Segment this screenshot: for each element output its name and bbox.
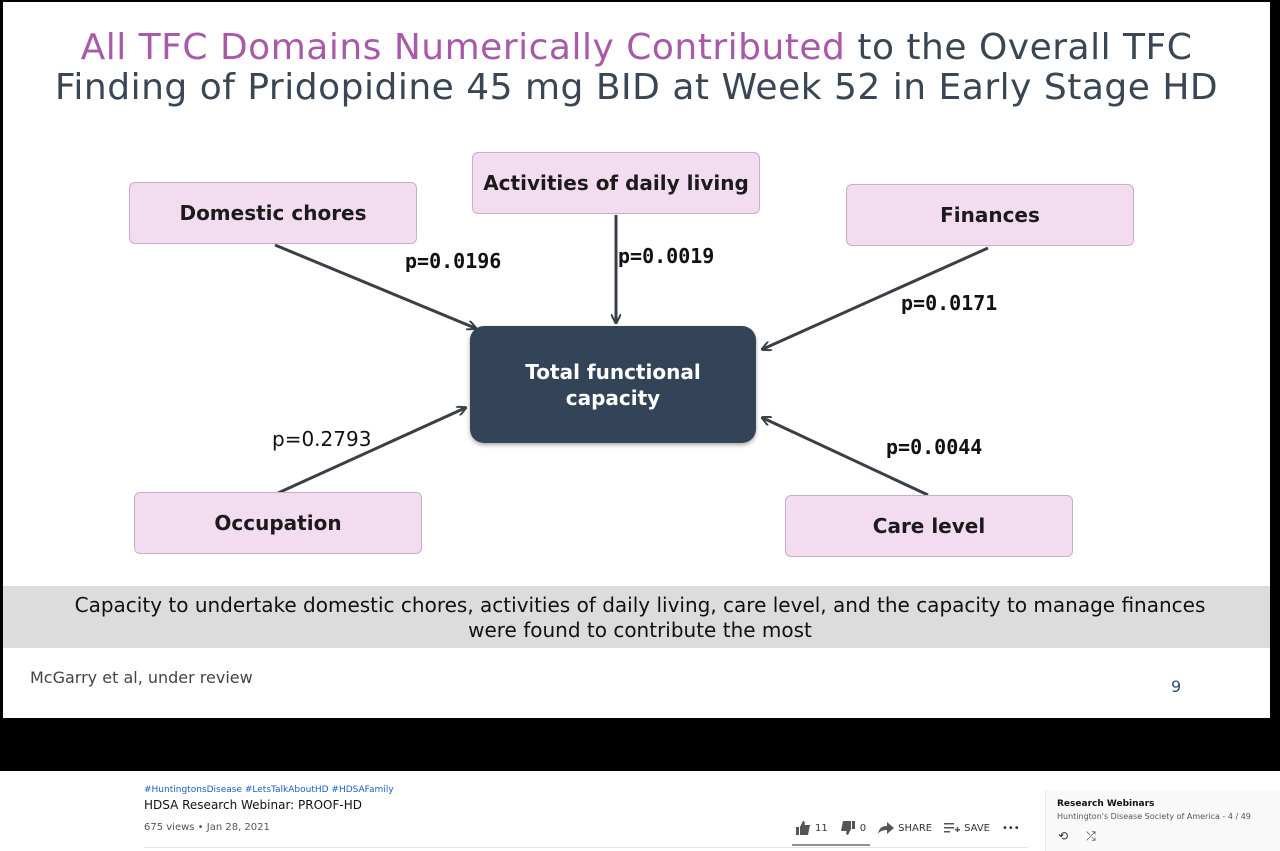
pvalue-domestic: p=0.0196 [405,249,502,273]
pvalue-finances: p=0.0171 [901,291,998,315]
video-player-slide[interactable]: All TFC Domains Numerically Contributed … [3,2,1270,718]
share-button[interactable]: SHARE [878,822,932,834]
pvalue-occupation: p=0.2793 [272,427,372,451]
save-label: SAVE [964,822,990,834]
citation: McGarry et al, under review [30,668,253,687]
arrow-occupation [277,408,465,495]
playlist-panel[interactable]: Research Webinars Huntington's Disease S… [1045,790,1280,851]
video-hashtags[interactable]: #HuntingtonsDisease #LetsTalkAboutHD #HD… [144,785,394,795]
arrow-finances [763,246,989,349]
pvalue-adl: p=0.0019 [618,244,715,268]
center-line2: capacity [565,385,661,410]
thumbs-up-icon [796,821,810,835]
pvalue-care: p=0.0044 [886,435,983,459]
save-button[interactable]: SAVE [944,822,990,834]
box-occupation: Occupation [134,492,422,554]
playlist-title[interactable]: Research Webinars [1057,799,1155,809]
box-care-level: Care level [785,495,1073,557]
like-button[interactable]: 11 [795,821,828,835]
video-actions: 11 0 SHARE SAVE ••• [795,821,1032,835]
dislike-button[interactable]: 0 [840,821,866,835]
more-icon: ••• [1002,822,1020,834]
slide-title-rest: to the Overall TFC [845,27,1193,68]
playlist-subtitle: Huntington's Disease Society of America … [1057,812,1251,821]
arrow-domestic [274,243,475,328]
banner-line1: Capacity to undertake domestic chores, a… [74,593,1206,617]
box-activities-daily-living: Activities of daily living [472,152,760,214]
save-playlist-icon [944,823,961,833]
slide-title-line2: Finding of Pridopidine 45 mg BID at Week… [54,67,1219,108]
video-meta: 675 views • Jan 28, 2021 [144,822,270,833]
box-domestic-chores: Domestic chores [129,182,417,244]
diagram-arrows [274,215,989,497]
conclusion-banner: Capacity to undertake domestic chores, a… [3,586,1270,648]
video-info-area: #HuntingtonsDisease #LetsTalkAboutHD #HD… [0,771,1280,851]
video-title: HDSA Research Webinar: PROOF-HD [144,798,362,812]
playlist-controls: ⟲ ⤮ [1058,829,1114,844]
center-line1: Total functional [525,359,701,384]
shuffle-icon[interactable]: ⤮ [1086,829,1096,843]
thumbs-down-icon [840,821,855,835]
loop-icon[interactable]: ⟲ [1058,829,1069,843]
more-actions-button[interactable]: ••• [1002,823,1020,834]
slide-title-highlight: All TFC Domains Numerically Contributed [80,27,846,68]
like-ratio-bar [792,844,870,846]
slide-page-number: 9 [1171,677,1182,696]
info-divider [144,847,1028,848]
box-finances: Finances [846,184,1134,246]
dislike-count: 0 [859,822,867,834]
arrow-care [763,418,929,497]
box-total-functional-capacity: Total functional capacity [470,326,756,443]
like-count: 11 [815,822,828,834]
banner-line2: were found to contribute the most [468,618,812,642]
share-icon [878,822,895,834]
slide-title: All TFC Domains Numerically Contributed … [3,28,1270,108]
share-label: SHARE [898,822,933,834]
